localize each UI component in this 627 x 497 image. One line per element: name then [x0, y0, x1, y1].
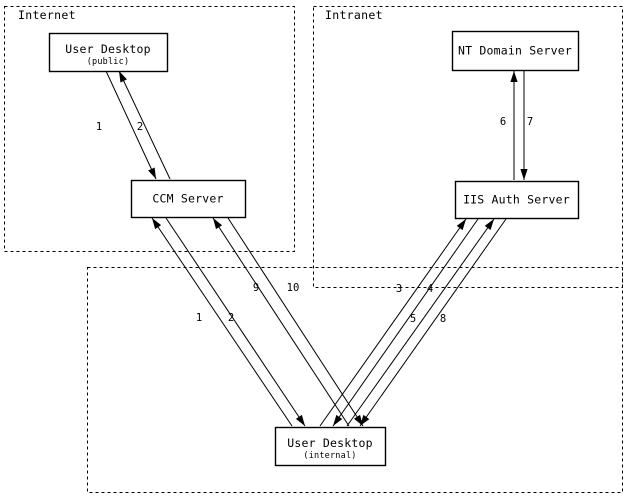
- zone-intranet: Intranet: [313, 6, 623, 288]
- node-sublabel-user-desktop-internal: (internal): [303, 451, 356, 461]
- arrow-head-icon-10: [510, 71, 518, 82]
- flow-4-iis-auth-server-to-user-desktop-internal: [332, 218, 479, 427]
- flow-8-iis-auth-server-to-user-desktop-internal: [359, 218, 507, 427]
- flow-line-7: [332, 218, 479, 427]
- flow-5-user-desktop-internal-to-iis-auth-server: [346, 218, 495, 427]
- zone-internal-lan: [87, 267, 623, 493]
- flow-step-label-2-1: 2: [137, 121, 143, 133]
- node-box-nt-domain-server[interactable]: [451, 30, 580, 72]
- flow-line-8: [346, 218, 495, 427]
- zone-border-internal-lan: [87, 267, 623, 493]
- arrow-head-icon-4: [213, 218, 223, 230]
- flow-1-user-desktop-internal-to-ccm-server: [151, 217, 293, 427]
- flow-step-label-10-5: 10: [287, 282, 300, 294]
- flow-line-9: [359, 218, 507, 427]
- zone-border-intranet: [313, 6, 623, 288]
- node-user-desktop-public[interactable]: User Desktop(public): [48, 32, 169, 73]
- node-label-ccm-server: CCM Server: [152, 192, 223, 206]
- flow-step-label-7-11: 7: [527, 116, 533, 128]
- node-box-user-desktop-public[interactable]: [48, 32, 169, 73]
- node-nt-domain-server[interactable]: NT Domain Server: [451, 30, 580, 72]
- arrow-head-icon-5: [353, 414, 363, 426]
- flow-10-ccm-server-to-user-desktop-internal: [227, 217, 364, 427]
- arrow-head-icon-9: [360, 414, 370, 426]
- node-label-user-desktop-public: User Desktop: [65, 42, 150, 56]
- flow-line-1: [118, 70, 171, 180]
- node-sublabel-user-desktop-public: (public): [87, 57, 130, 67]
- zone-label-intranet: Intranet: [325, 8, 383, 22]
- zones-layer: Internet Intranet: [4, 6, 623, 493]
- zone-internet: Internet: [4, 6, 295, 252]
- flow-line-6: [319, 218, 467, 427]
- flow-2-ccm-server-to-user-desktop-public: [118, 70, 171, 180]
- flow-2-ccm-server-to-user-desktop-internal: [165, 217, 306, 427]
- node-label-nt-domain-server: NT Domain Server: [458, 44, 572, 58]
- flow-6-iis-auth-server-to-nt-domain-server: [510, 71, 518, 180]
- arrow-head-icon-8: [484, 219, 494, 231]
- flow-step-label-1-2: 1: [196, 312, 202, 324]
- flow-step-label-8-9: 8: [440, 313, 446, 325]
- node-label-iis-auth-server: IIS Auth Server: [463, 193, 570, 207]
- node-user-desktop-internal[interactable]: User Desktop(internal): [274, 426, 387, 467]
- arrow-head-icon-1: [119, 71, 127, 83]
- zone-border-internet: [4, 6, 295, 252]
- flow-labels-layer: 1 2 1 2 9 10 3 4 5 8 6 7: [96, 116, 533, 325]
- flow-step-label-5-8: 5: [410, 313, 416, 325]
- flow-9-user-desktop-internal-to-ccm-server: [212, 217, 350, 427]
- arrow-head-icon-2: [152, 218, 162, 230]
- node-label-user-desktop-internal: User Desktop: [287, 436, 372, 450]
- flow-1-user-desktop-public-to-ccm-server: [105, 70, 157, 180]
- flow-step-label-3-6: 3: [396, 283, 402, 295]
- flow-line-5: [227, 217, 364, 427]
- flow-step-label-6-10: 6: [500, 116, 506, 128]
- arrow-head-icon-11: [520, 169, 528, 180]
- flows-layer: [105, 70, 528, 427]
- node-iis-auth-server[interactable]: IIS Auth Server: [454, 180, 580, 220]
- arrow-head-icon-0: [148, 167, 156, 179]
- arrow-head-icon-6: [456, 219, 466, 231]
- node-box-ccm-server[interactable]: [130, 179, 247, 219]
- flow-line-3: [165, 217, 306, 427]
- flow-step-label-4-7: 4: [427, 283, 433, 295]
- arrow-head-icon-3: [295, 414, 305, 426]
- flow-7-nt-domain-server-to-iis-auth-server: [520, 71, 528, 180]
- zone-label-internet: Internet: [18, 8, 76, 22]
- flow-step-label-2-3: 2: [228, 312, 234, 324]
- flow-step-label-1-0: 1: [96, 121, 102, 133]
- flow-line-4: [212, 217, 350, 427]
- flow-line-0: [105, 70, 157, 180]
- arrow-head-icon-7: [333, 414, 343, 426]
- node-box-user-desktop-internal[interactable]: [274, 426, 387, 467]
- flow-step-label-9-4: 9: [253, 282, 259, 294]
- node-box-iis-auth-server[interactable]: [454, 180, 580, 220]
- node-ccm-server[interactable]: CCM Server: [130, 179, 247, 219]
- flow-3-user-desktop-internal-to-iis-auth-server: [319, 218, 467, 427]
- flow-line-2: [151, 217, 293, 427]
